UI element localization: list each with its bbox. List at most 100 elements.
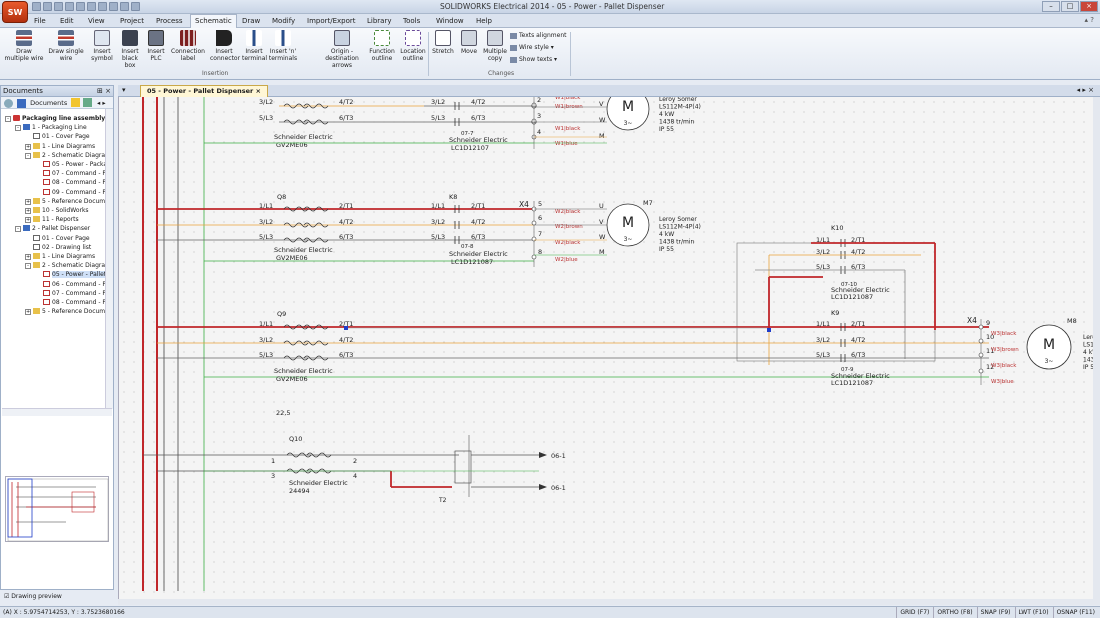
help-icon[interactable] bbox=[131, 2, 140, 11]
close-panel-icon[interactable]: ⊞ × bbox=[97, 87, 111, 95]
connector-button[interactable]: Insert connector bbox=[210, 30, 240, 62]
tree-item[interactable]: +1 - Line Diagrams bbox=[25, 142, 95, 151]
tab-close-icon[interactable]: × bbox=[255, 87, 261, 95]
tree-vertical-scrollbar[interactable] bbox=[105, 109, 113, 409]
pan-icon[interactable] bbox=[109, 2, 118, 11]
print-icon[interactable] bbox=[87, 2, 96, 11]
canvas-horizontal-scrollbar[interactable] bbox=[118, 599, 1100, 605]
tree-item[interactable]: +5 - Reference Docume bbox=[25, 308, 109, 316]
menu-tab-draw[interactable]: Draw bbox=[242, 17, 261, 25]
collapse-icon[interactable]: - bbox=[15, 226, 21, 233]
menu-tab-project[interactable]: Project bbox=[120, 17, 144, 25]
tree-item[interactable]: 08 - Command - P bbox=[35, 299, 106, 307]
tree-item[interactable]: -Packaging line assembly bbox=[5, 115, 105, 123]
collapse-icon[interactable]: - bbox=[5, 116, 11, 122]
ribbon-small-texts-alignment[interactable]: Texts alignment bbox=[510, 32, 566, 39]
expand-icon[interactable]: + bbox=[25, 198, 31, 205]
tree-item[interactable]: 01 - Cover Page bbox=[25, 234, 90, 243]
stretch-button[interactable]: Stretch bbox=[430, 30, 456, 55]
documents-icon[interactable] bbox=[17, 98, 27, 108]
single-wire-button[interactable]: Draw single wire bbox=[46, 30, 86, 62]
tree-item[interactable]: +10 - SolidWorks bbox=[25, 207, 89, 215]
tab-menu-icon[interactable]: ▾ bbox=[122, 86, 126, 94]
collapse-icon[interactable]: - bbox=[15, 125, 21, 132]
tree-item[interactable]: 09 - Command - P bbox=[35, 188, 106, 197]
tree-item[interactable]: 08 - Command - P bbox=[35, 179, 106, 187]
menu-tab-help[interactable]: Help bbox=[476, 17, 492, 25]
documents-dropdown[interactable]: Documents bbox=[30, 99, 68, 107]
back-icon[interactable] bbox=[4, 98, 13, 108]
function-outline-button[interactable]: Function outline bbox=[368, 30, 396, 62]
ribbon-options-icon[interactable]: ▴ ? bbox=[1084, 16, 1094, 24]
tree-item[interactable]: 07 - Command - P bbox=[35, 170, 106, 178]
tree-horizontal-scrollbar[interactable] bbox=[2, 408, 112, 416]
tree-item[interactable]: -2 - Schematic Diagram bbox=[25, 151, 111, 160]
app-logo-icon[interactable]: SW bbox=[2, 1, 28, 23]
tree-item[interactable]: 05 - Power - Packa bbox=[35, 161, 107, 169]
expand-icon[interactable]: + bbox=[25, 143, 31, 150]
terminal-button[interactable]: Insert terminal bbox=[242, 30, 267, 62]
ribbon-small-wire-style[interactable]: Wire style ▾ bbox=[510, 44, 554, 51]
expand-icon[interactable]: + bbox=[25, 208, 31, 214]
menu-tab-edit[interactable]: Edit bbox=[60, 17, 74, 25]
symbol-button[interactable]: Insert symbol bbox=[90, 30, 114, 62]
menu-tab-window[interactable]: Window bbox=[436, 17, 464, 25]
menu-tab-library[interactable]: Library bbox=[367, 17, 392, 25]
tree-item[interactable]: +5 - Reference Docume bbox=[25, 197, 109, 206]
favorite-icon[interactable] bbox=[71, 98, 80, 107]
mode-toggle-osnap[interactable]: OSNAP (F11) bbox=[1052, 607, 1098, 618]
multi-wire-button[interactable]: Draw multiple wire bbox=[3, 30, 45, 62]
menu-tab-schematic[interactable]: Schematic bbox=[190, 14, 237, 28]
expand-icon[interactable]: + bbox=[25, 309, 31, 316]
black-box-button[interactable]: Insert black box bbox=[117, 30, 143, 69]
undo-icon[interactable] bbox=[65, 2, 74, 11]
connection-label-button[interactable]: Connection label bbox=[170, 30, 206, 62]
tree-item[interactable]: +1 - Line Diagrams bbox=[25, 253, 95, 261]
nav-arrows-icon[interactable]: ◂ ▸ bbox=[97, 99, 106, 107]
canvas-vertical-scrollbar[interactable] bbox=[1093, 97, 1100, 599]
new-icon[interactable] bbox=[32, 2, 41, 11]
tree-item[interactable]: 05 - Power - Pallet bbox=[35, 271, 107, 279]
close-button[interactable]: × bbox=[1080, 1, 1098, 12]
expand-icon[interactable]: + bbox=[25, 217, 31, 224]
tree-item[interactable]: 02 - Drawing list bbox=[25, 243, 91, 252]
tree-item[interactable]: +11 - Reports bbox=[25, 216, 79, 224]
tree-item[interactable]: 01 - Cover Page bbox=[25, 133, 90, 141]
maximize-button[interactable]: □ bbox=[1061, 1, 1079, 12]
mode-toggle-lwt[interactable]: LWT (F10) bbox=[1014, 607, 1052, 618]
save-icon[interactable] bbox=[54, 2, 63, 11]
multiple-copy-button[interactable]: Multiple copy bbox=[482, 30, 508, 62]
tree-item[interactable]: 06 - Command - P bbox=[35, 280, 106, 289]
drawing-preview-checkbox[interactable]: ☑ Drawing preview bbox=[4, 593, 62, 600]
tree-item[interactable]: -2 - Pallet Dispenser bbox=[15, 225, 90, 233]
expand-icon[interactable]: + bbox=[25, 254, 31, 260]
tree-item[interactable]: -2 - Schematic Diagra bbox=[25, 262, 105, 270]
menu-tab-view[interactable]: View bbox=[88, 17, 105, 25]
ribbon-small-show-texts[interactable]: Show texts ▾ bbox=[510, 56, 557, 63]
properties-icon[interactable] bbox=[83, 98, 92, 107]
minimize-button[interactable]: – bbox=[1042, 1, 1060, 12]
redo-icon[interactable] bbox=[76, 2, 85, 11]
settings-icon[interactable] bbox=[120, 2, 129, 11]
mode-toggle-grid[interactable]: GRID (F7) bbox=[896, 607, 932, 618]
collapse-icon[interactable]: - bbox=[25, 263, 31, 270]
move-button[interactable]: Move bbox=[458, 30, 480, 55]
mode-toggle-snap[interactable]: SNAP (F9) bbox=[976, 607, 1014, 618]
n-terminals-button[interactable]: Insert 'n' terminals bbox=[268, 30, 298, 62]
menu-tab-file[interactable]: File bbox=[34, 17, 46, 25]
tree-item[interactable]: -1 - Packaging Line bbox=[15, 124, 87, 132]
menu-tab-modify[interactable]: Modify bbox=[272, 17, 296, 25]
tab-navigation-icon[interactable]: ◂ ▸ × bbox=[1076, 86, 1094, 94]
location-outline-button[interactable]: Location outline bbox=[398, 30, 428, 62]
tab-document[interactable]: 05 - Power - Pallet Dispenser × bbox=[140, 85, 268, 97]
menu-tab-process[interactable]: Process bbox=[156, 17, 183, 25]
tree-item[interactable]: 07 - Command - P bbox=[35, 289, 106, 298]
collapse-icon[interactable]: - bbox=[25, 152, 31, 159]
origin-destination-button[interactable]: Origin - destination arrows bbox=[318, 30, 366, 69]
menu-tab-importexport[interactable]: Import/Export bbox=[307, 17, 356, 25]
mode-toggle-ortho[interactable]: ORTHO (F8) bbox=[933, 607, 975, 618]
zoom-icon[interactable] bbox=[98, 2, 107, 11]
plc-button[interactable]: Insert PLC bbox=[144, 30, 168, 62]
